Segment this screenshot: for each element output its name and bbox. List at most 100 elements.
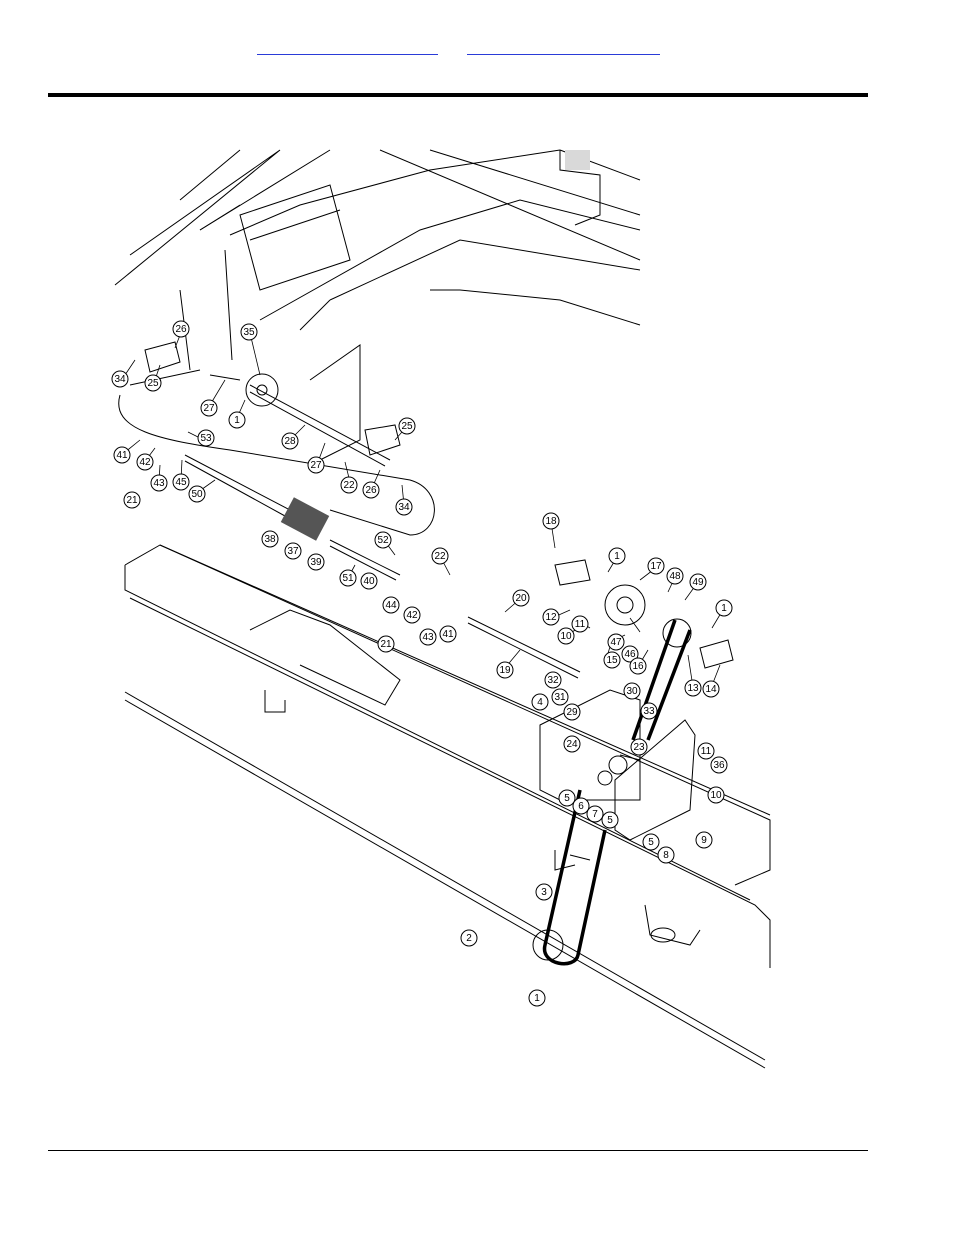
callout-29: 29 (563, 703, 581, 721)
svg-text:8: 8 (663, 850, 669, 861)
svg-text:1: 1 (534, 993, 540, 1004)
svg-text:34: 34 (114, 374, 126, 385)
callout-26: 26 (362, 481, 380, 499)
svg-text:10: 10 (560, 631, 572, 642)
callout-16: 16 (629, 657, 647, 675)
callout-22: 22 (340, 476, 358, 494)
callout-10: 10 (557, 627, 575, 645)
callout-42: 42 (136, 453, 154, 471)
callout-37: 37 (284, 542, 302, 560)
svg-text:30: 30 (626, 686, 638, 697)
svg-text:40: 40 (363, 576, 375, 587)
svg-text:5: 5 (564, 793, 570, 804)
callout-31: 31 (551, 688, 569, 706)
svg-text:20: 20 (515, 593, 527, 604)
callout-1: 1 (528, 989, 546, 1007)
callout-19: 19 (496, 661, 514, 679)
svg-text:49: 49 (692, 577, 704, 588)
callout-38: 38 (261, 530, 279, 548)
callout-1: 1 (608, 547, 626, 565)
callout-18: 18 (542, 512, 560, 530)
callout-5: 5 (558, 789, 576, 807)
svg-text:23: 23 (633, 742, 645, 753)
svg-text:26: 26 (175, 324, 187, 335)
callout-27: 27 (200, 399, 218, 417)
svg-text:32: 32 (547, 675, 559, 686)
callout-34: 34 (395, 498, 413, 516)
svg-text:17: 17 (650, 561, 662, 572)
svg-text:7: 7 (592, 809, 598, 820)
svg-text:6: 6 (578, 801, 584, 812)
svg-text:35: 35 (243, 327, 255, 338)
svg-text:43: 43 (153, 478, 165, 489)
callout-1: 1 (715, 599, 733, 617)
svg-text:41: 41 (116, 450, 128, 461)
callout-15: 15 (603, 651, 621, 669)
svg-text:42: 42 (406, 610, 418, 621)
svg-text:34: 34 (398, 502, 410, 513)
callout-17: 17 (647, 557, 665, 575)
callout-8: 8 (657, 846, 675, 864)
callout-23: 23 (630, 738, 648, 756)
callout-9: 9 (695, 831, 713, 849)
callout-7: 7 (586, 805, 604, 823)
svg-text:1: 1 (614, 551, 620, 562)
callout-41: 41 (439, 625, 457, 643)
header-link-1[interactable] (257, 40, 438, 55)
callout-21: 21 (123, 491, 141, 509)
svg-text:45: 45 (175, 477, 187, 488)
svg-text:1: 1 (721, 603, 727, 614)
callout-47: 47 (607, 633, 625, 651)
callout-45: 45 (172, 473, 190, 491)
callout-49: 49 (689, 573, 707, 591)
svg-text:2: 2 (466, 933, 472, 944)
svg-text:29: 29 (566, 707, 578, 718)
callout-52: 52 (374, 531, 392, 549)
svg-text:12: 12 (545, 612, 557, 623)
callout-25: 25 (398, 417, 416, 435)
callout-40: 40 (360, 572, 378, 590)
svg-text:27: 27 (310, 460, 322, 471)
callout-25: 25 (144, 374, 162, 392)
svg-text:39: 39 (310, 557, 322, 568)
callout-1: 1 (228, 411, 246, 429)
callout-27: 27 (307, 456, 325, 474)
callout-4: 4 (531, 693, 549, 711)
svg-text:19: 19 (499, 665, 511, 676)
svg-text:42: 42 (139, 457, 151, 468)
callout-20: 20 (512, 589, 530, 607)
svg-text:25: 25 (147, 378, 159, 389)
svg-text:53: 53 (200, 433, 212, 444)
svg-text:11: 11 (701, 746, 712, 757)
callout-26: 26 (172, 320, 190, 338)
callout-50: 50 (188, 485, 206, 503)
callout-6: 6 (572, 797, 590, 815)
callout-48: 48 (666, 567, 684, 585)
svg-text:21: 21 (126, 495, 138, 506)
svg-text:38: 38 (264, 534, 276, 545)
header-rule (48, 93, 868, 97)
svg-text:37: 37 (287, 546, 299, 557)
callout-41: 41 (113, 446, 131, 464)
svg-text:41: 41 (442, 629, 454, 640)
callout-46: 46 (621, 645, 639, 663)
callout-51: 51 (339, 569, 357, 587)
callout-12: 12 (542, 608, 560, 626)
callout-33: 33 (640, 702, 658, 720)
callout-14: 14 (702, 680, 720, 698)
callout-10: 10 (707, 786, 725, 804)
svg-text:3: 3 (541, 887, 547, 898)
callout-44: 44 (382, 596, 400, 614)
svg-text:48: 48 (669, 571, 681, 582)
callout-34: 34 (111, 370, 129, 388)
header-link-2[interactable] (467, 40, 660, 55)
svg-text:4: 4 (537, 697, 543, 708)
callout-30: 30 (623, 682, 641, 700)
svg-text:31: 31 (554, 692, 566, 703)
callout-42: 42 (403, 606, 421, 624)
svg-text:14: 14 (705, 684, 717, 695)
svg-text:13: 13 (687, 683, 699, 694)
callout-39: 39 (307, 553, 325, 571)
callout-2: 2 (460, 929, 478, 947)
callout-32: 32 (544, 671, 562, 689)
